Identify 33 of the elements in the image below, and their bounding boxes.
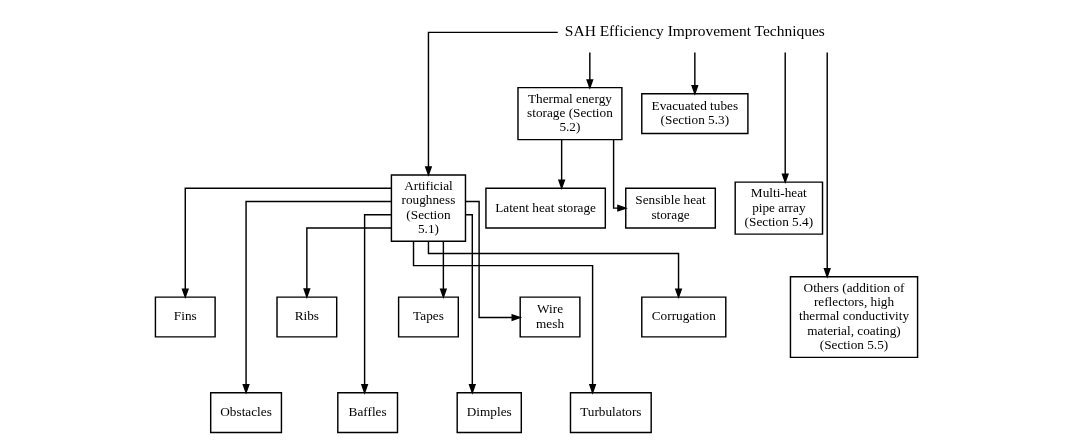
arrow xyxy=(424,31,559,177)
node-box: Ribs xyxy=(276,296,338,338)
node-box: Obstacles xyxy=(209,392,283,434)
arrow xyxy=(439,240,448,300)
node-box: Corrugation xyxy=(641,296,727,338)
node-box: Tapes xyxy=(397,296,459,338)
arrow xyxy=(181,187,392,300)
arrow xyxy=(465,200,523,322)
node-box: Thermal energy storage (Section 5.2) xyxy=(517,86,623,141)
arrow xyxy=(691,51,699,96)
node-box: Multi-heat pipe array (Section 5.4) xyxy=(734,181,824,235)
node-box: Dimples xyxy=(456,392,522,434)
node-box: Latent heat storage xyxy=(485,187,607,229)
node-box: Artificial roughness (Section 5.1) xyxy=(390,174,467,242)
arrow xyxy=(612,139,628,212)
node-box: Fins xyxy=(154,296,216,338)
arrow xyxy=(781,51,789,185)
node-box: Others (addition of reflectors, high thermal conductivity material, coating) (Section 5.5) xyxy=(789,275,919,359)
arrow xyxy=(427,240,683,300)
node-text: SAH Efficiency Improvement Techniques xyxy=(564,22,825,40)
node-box: Baffles xyxy=(337,392,399,434)
arrow xyxy=(242,200,392,395)
arrow xyxy=(465,214,477,395)
arrow xyxy=(303,227,393,299)
arrow xyxy=(360,214,393,395)
arrow xyxy=(557,139,566,191)
node-box: Evacuated tubes (Section 5.3) xyxy=(641,93,749,135)
arrow xyxy=(412,240,597,395)
arrow xyxy=(823,51,831,279)
node-box: Sensible heat storage xyxy=(625,187,716,229)
arrow xyxy=(586,51,594,90)
node-box: Wire mesh xyxy=(519,296,581,338)
node-box: Turbulators xyxy=(569,392,652,434)
